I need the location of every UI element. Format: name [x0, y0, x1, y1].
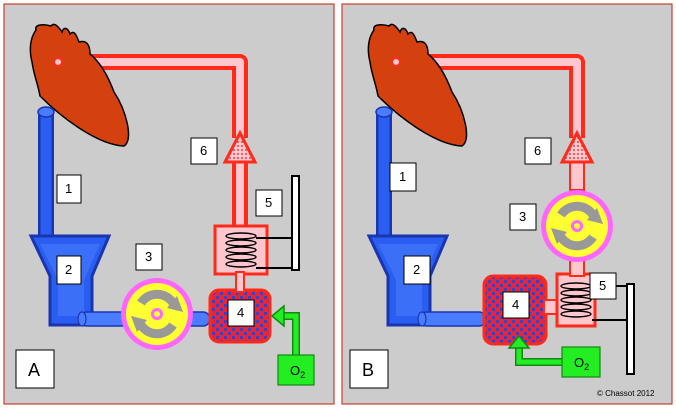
oxygen-source	[561, 346, 601, 378]
oxygen-label-a: O2	[290, 363, 305, 380]
svg-text:4: 4	[512, 297, 519, 312]
roller-pump-icon	[541, 190, 613, 262]
panel-b-letter: B	[362, 360, 374, 380]
svg-text:4: 4	[237, 305, 244, 320]
panel-b-letter-box	[349, 349, 389, 389]
svg-text:5: 5	[599, 278, 606, 293]
callout-4: 4	[227, 299, 255, 327]
water-unit	[291, 175, 300, 271]
panel-a-letter: A	[28, 360, 40, 380]
callout-3: 3	[135, 243, 163, 271]
panel-a: O2 1 2 3 4 5 6 A	[3, 3, 335, 405]
svg-text:1: 1	[65, 181, 72, 196]
svg-text:2: 2	[413, 262, 420, 277]
arterial-filter-icon	[222, 129, 258, 164]
svg-text:6: 6	[200, 143, 207, 158]
roller-pump-icon	[121, 278, 193, 350]
callout-6: 6	[524, 137, 552, 165]
callout-1: 1	[56, 174, 82, 204]
oxygen-source	[277, 354, 315, 386]
svg-text:1: 1	[399, 169, 406, 184]
callout-3: 3	[509, 203, 537, 231]
venous-tube	[419, 311, 487, 327]
svg-text:6: 6	[534, 143, 541, 158]
water-unit	[626, 283, 635, 375]
callout-5: 5	[589, 272, 617, 300]
oxygen-line	[516, 348, 565, 365]
panel-b: O2 1 2 3 4 5 6 B © Chassot 2012	[341, 3, 673, 405]
callout-2: 2	[56, 255, 82, 285]
svg-text:5: 5	[265, 195, 272, 210]
copyright-text: © Chassot 2012	[597, 389, 655, 398]
callout-1: 1	[389, 162, 417, 192]
svg-text:3: 3	[145, 249, 152, 264]
callout-2: 2	[403, 255, 431, 285]
arterial-filter-icon	[559, 129, 595, 164]
oxygen-label-b: O2	[574, 355, 589, 372]
svg-text:2: 2	[65, 262, 72, 277]
panel-a-letter-box	[15, 349, 55, 389]
callout-4: 4	[502, 291, 530, 319]
oxygen-line	[280, 313, 299, 356]
callout-5: 5	[255, 189, 283, 217]
svg-text:3: 3	[519, 209, 526, 224]
heat-exchanger	[555, 272, 597, 328]
callout-6: 6	[190, 137, 218, 165]
